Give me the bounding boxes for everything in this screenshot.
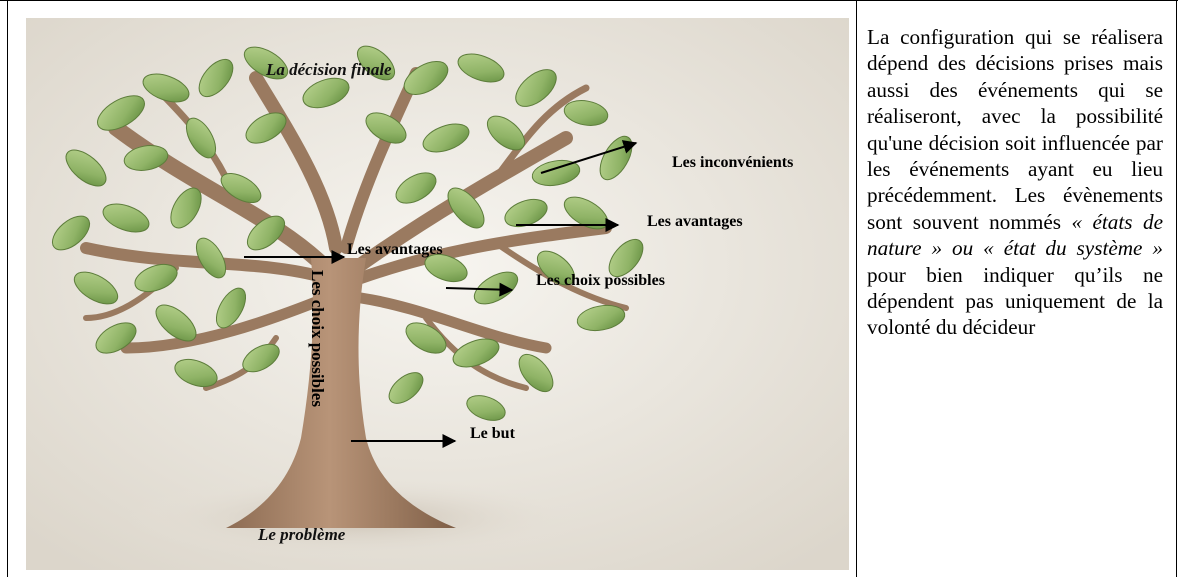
decision-tree-svg: La décision finale Le problème Les choix… [26, 18, 849, 570]
decision-tree-diagram: La décision finale Le problème Les choix… [26, 18, 849, 570]
explanation-paragraph: La configuration qui se réalisera dépend… [867, 24, 1163, 341]
table-column-divider [856, 0, 857, 577]
label-final-decision: La décision finale [265, 60, 392, 79]
paragraph-text-part1: La configuration qui se réalisera dépend… [867, 25, 1163, 234]
label-avantages-outer: Les avantages [647, 213, 743, 230]
table-top-border [0, 0, 1178, 1]
table-right-border [1176, 0, 1177, 577]
label-trunk-choices: Les choix possibles [308, 270, 327, 407]
label-but: Le but [470, 425, 516, 442]
label-choix-possibles: Les choix possibles [536, 272, 665, 289]
label-problem: Le problème [257, 525, 346, 544]
paragraph-text-part2: pour bien indiquer qu’ils ne dépendent p… [867, 263, 1163, 340]
table-left-border [7, 0, 8, 577]
label-inconvenients: Les inconvénients [672, 154, 793, 171]
label-avantages-inner: Les avantages [347, 241, 443, 258]
